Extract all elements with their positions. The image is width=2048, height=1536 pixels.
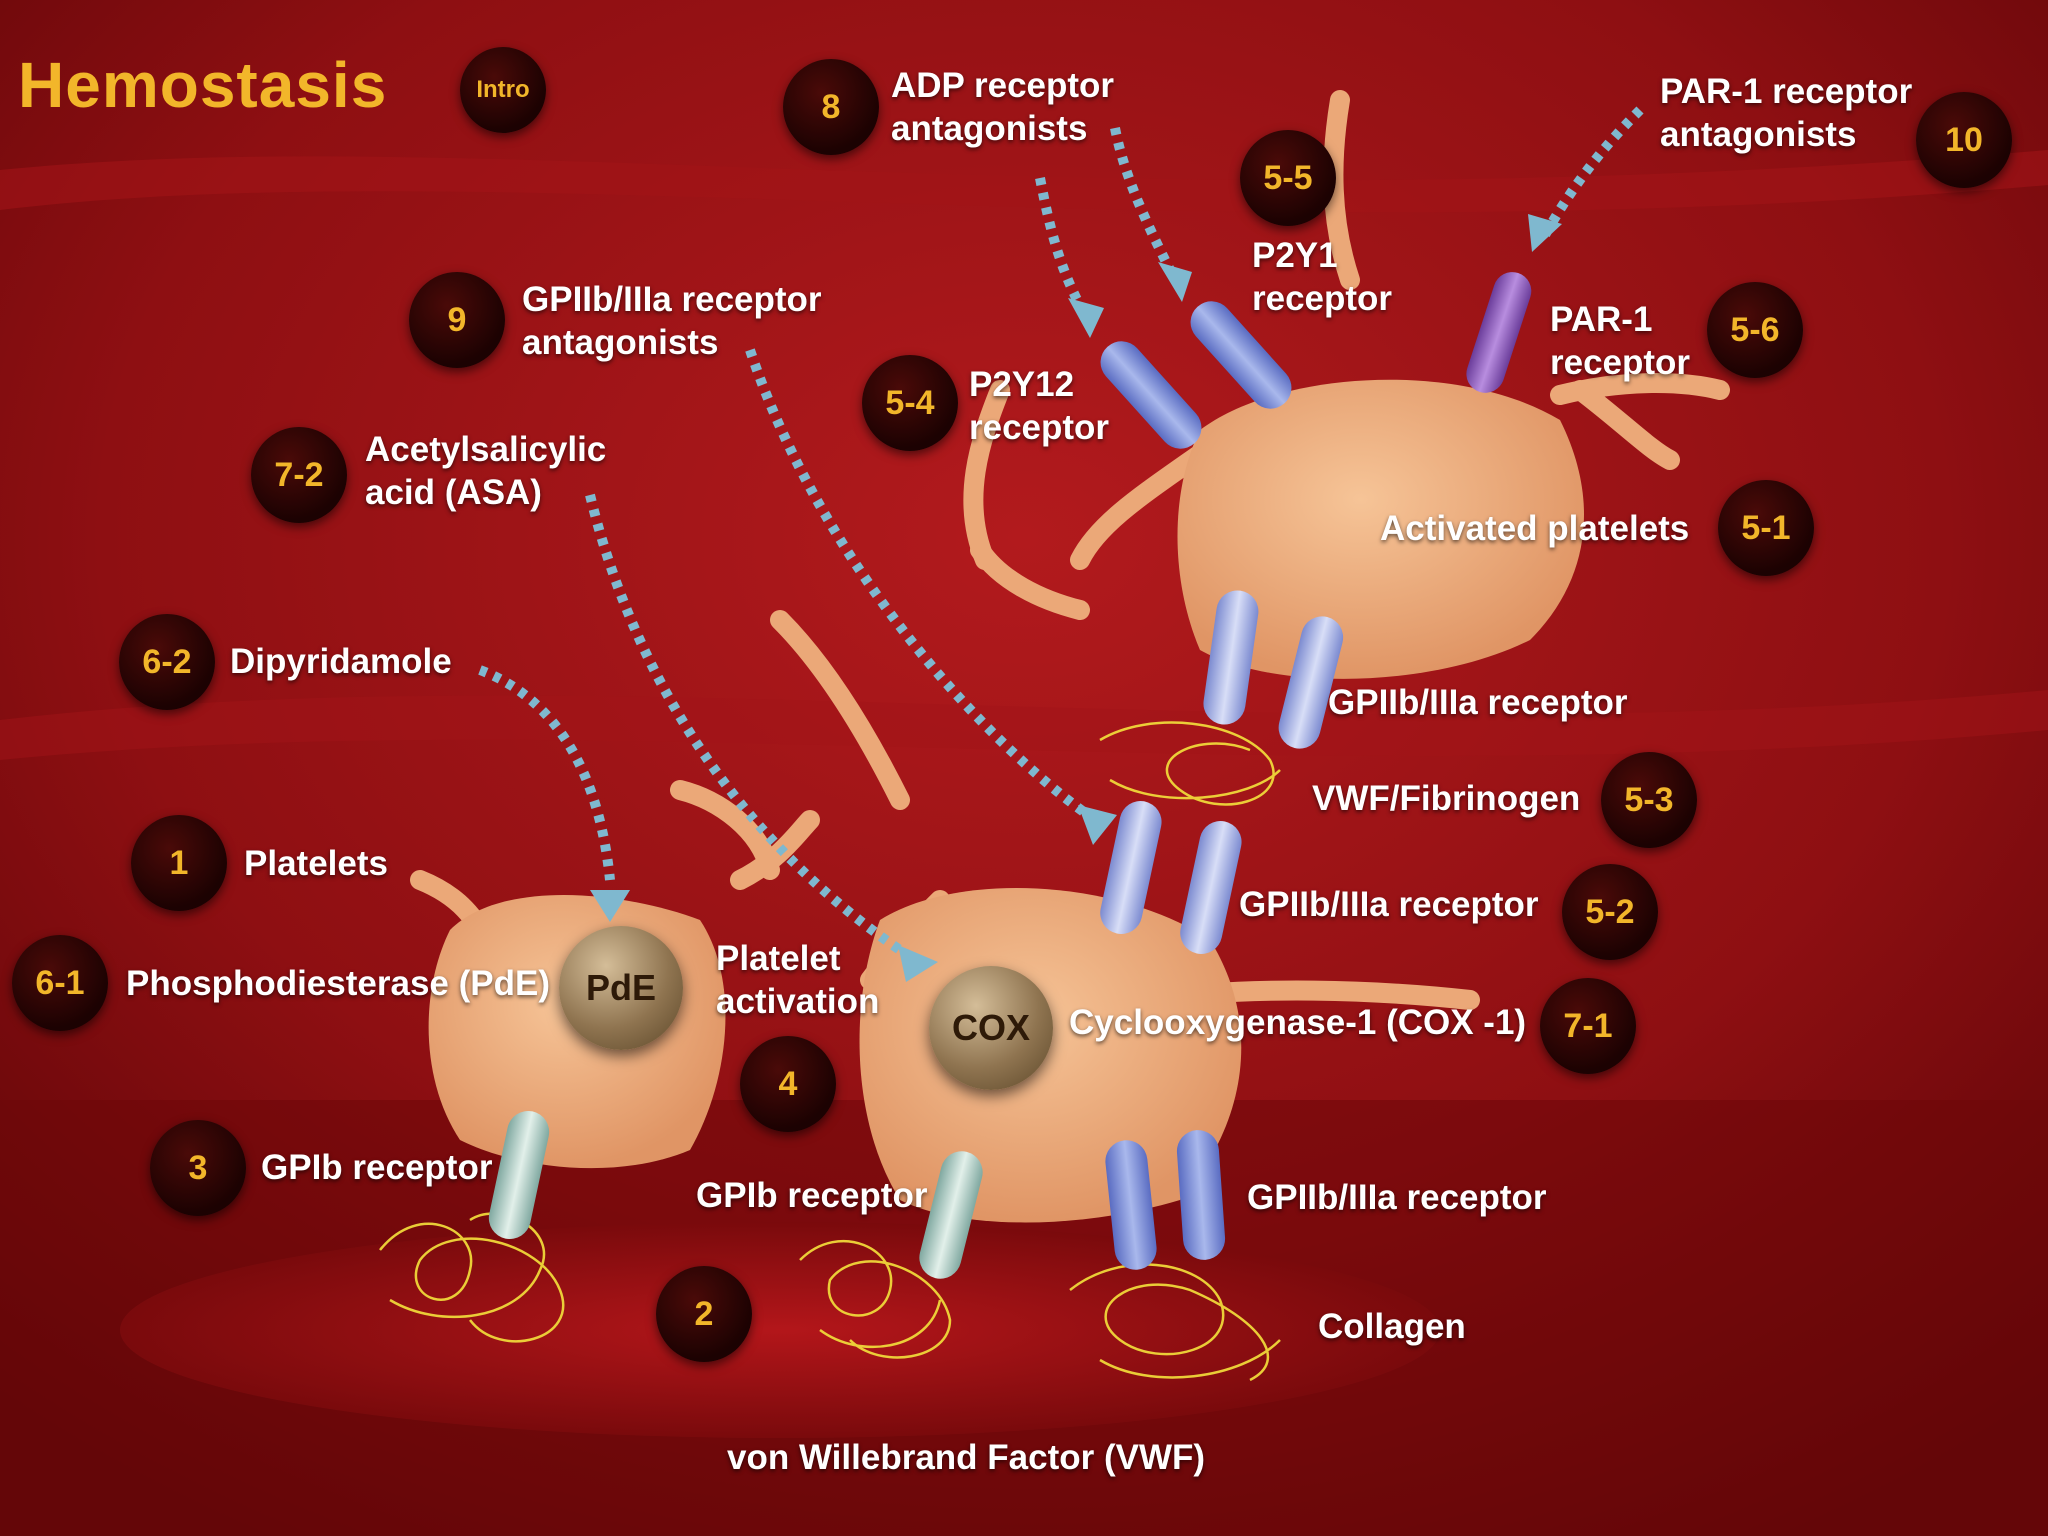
label-vwf-fibrinogen: VWF/Fibrinogen: [1312, 779, 1581, 818]
step-1-button[interactable]: 1: [131, 815, 227, 911]
label-gpiib-antagonists: GPIIb/IIIa receptor antagonists: [522, 280, 822, 362]
label-asa: Acetylsalicylic acid (ASA): [365, 430, 607, 512]
step-3-button[interactable]: 3: [150, 1120, 246, 1216]
label-gpib-receptor-center: GPIb receptor: [696, 1176, 928, 1215]
label-dipyridamole: Dipyridamole: [230, 642, 452, 681]
step-10-button[interactable]: 10: [1916, 92, 2012, 188]
step-8-button[interactable]: 8: [783, 59, 879, 155]
label-gpiib-mid: GPIIb/IIIa receptor: [1239, 885, 1539, 924]
label-p2y1: P2Y1 receptor: [1252, 236, 1393, 318]
step-9-button[interactable]: 9: [409, 272, 505, 368]
label-platelet-activation: Platelet activation: [716, 939, 880, 1021]
intro-button[interactable]: Intro: [460, 47, 546, 133]
label-activated-platelets: Activated platelets: [1380, 509, 1690, 548]
step-7-1-button[interactable]: 7-1: [1540, 978, 1636, 1074]
cox-enzyme: COX: [929, 966, 1053, 1090]
step-5-5-button[interactable]: 5-5: [1240, 130, 1336, 226]
label-vwf: von Willebrand Factor (VWF): [727, 1438, 1206, 1477]
step-5-6-button[interactable]: 5-6: [1707, 282, 1803, 378]
step-6-1-button[interactable]: 6-1: [12, 935, 108, 1031]
step-5-2-button[interactable]: 5-2: [1562, 864, 1658, 960]
step-5-4-button[interactable]: 5-4: [862, 355, 958, 451]
step-4-button[interactable]: 4: [740, 1036, 836, 1132]
step-2-button[interactable]: 2: [656, 1266, 752, 1362]
label-phosphodiesterase: Phosphodiesterase (PdE): [126, 964, 550, 1003]
label-platelets: Platelets: [244, 844, 388, 883]
label-gpib-receptor-left: GPIb receptor: [261, 1148, 493, 1187]
label-p2y12: P2Y12 receptor: [969, 365, 1110, 447]
step-7-2-button[interactable]: 7-2: [251, 427, 347, 523]
label-gpiib-bottom: GPIIb/IIIa receptor: [1247, 1178, 1547, 1217]
label-gpiib-upper: GPIIb/IIIa receptor: [1328, 683, 1628, 722]
step-6-2-button[interactable]: 6-2: [119, 614, 215, 710]
label-par1-antagonists: PAR-1 receptor antagonists: [1660, 72, 1913, 154]
label-par1: PAR-1 receptor: [1550, 300, 1691, 382]
label-adp-antagonists: ADP receptor antagonists: [891, 66, 1115, 148]
label-cox-full: Cyclooxygenase-1 (COX -1): [1069, 1003, 1527, 1042]
page-title: Hemostasis: [18, 49, 388, 121]
pde-enzyme: PdE: [559, 926, 683, 1050]
label-collagen: Collagen: [1318, 1307, 1466, 1346]
step-5-1-button[interactable]: 5-1: [1718, 480, 1814, 576]
step-5-3-button[interactable]: 5-3: [1601, 752, 1697, 848]
